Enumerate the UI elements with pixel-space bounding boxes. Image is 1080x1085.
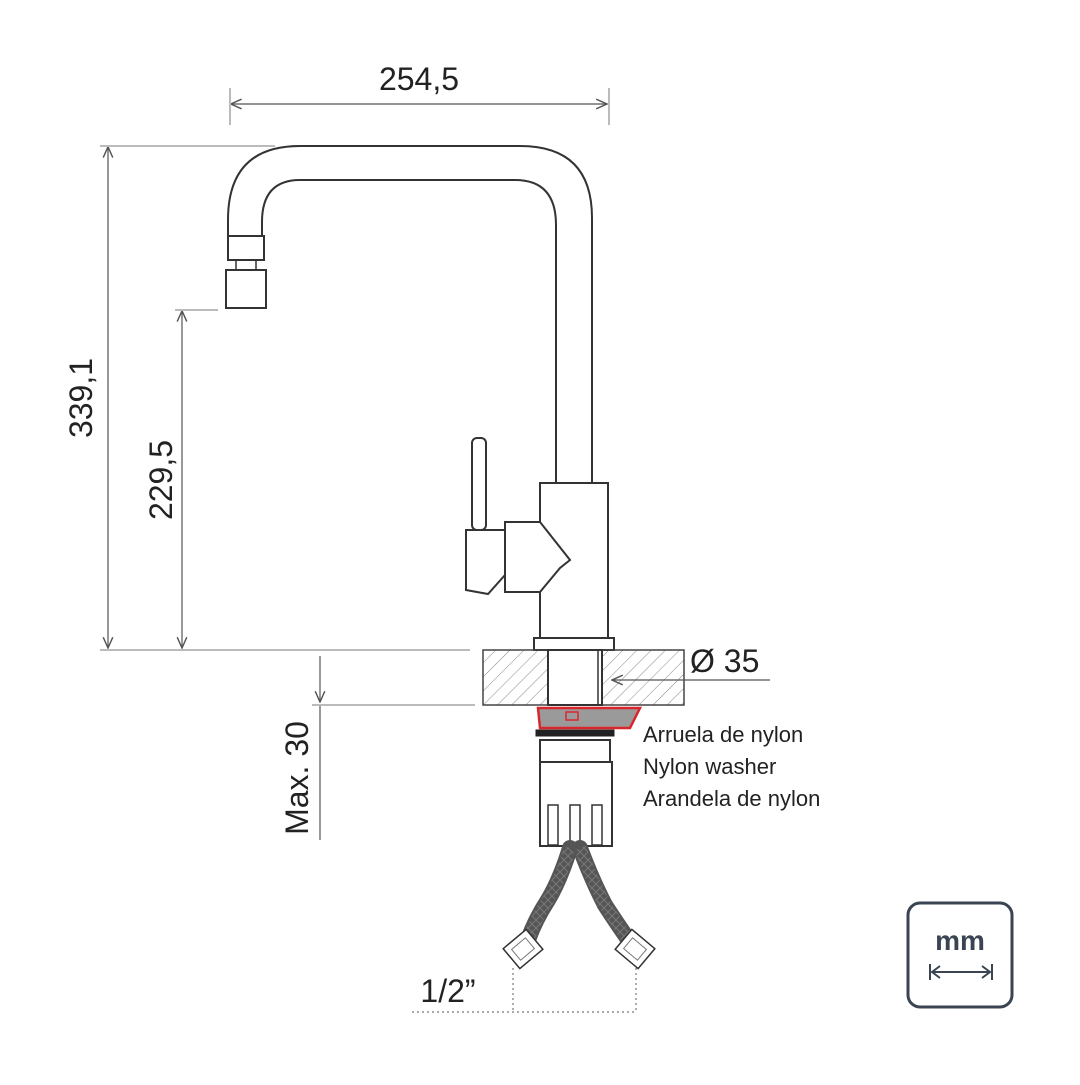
lock-nut [539, 739, 613, 847]
washer-label-es: Arandela de nylon [643, 786, 820, 811]
max-thickness-label: Max. 30 [279, 721, 315, 835]
total-height-label: 339,1 [63, 358, 99, 438]
diameter-label: Ø 35 [690, 643, 759, 679]
nylon-washer [535, 706, 643, 737]
total-height-dimension: 339,1 [63, 145, 470, 651]
faucet-base-ring [533, 637, 615, 651]
lock-ring [535, 729, 615, 737]
lever-hub [504, 521, 572, 593]
faucet-body [465, 437, 615, 651]
hose-fitting-right [614, 928, 656, 970]
double-arrow-icon [929, 964, 993, 980]
width-label: 254,5 [379, 61, 459, 97]
washer-label-pt: Arruela de nylon [643, 722, 803, 747]
connection-dimension: 1/2” [412, 968, 637, 1013]
spout-height-label: 229,5 [143, 440, 179, 520]
washer-label-en: Nylon washer [643, 754, 776, 779]
aerator [225, 269, 267, 309]
faucet-spout [225, 145, 593, 484]
braided-hoses [502, 840, 656, 970]
unit-label: mm [935, 925, 985, 956]
connection-label: 1/2” [420, 973, 475, 1009]
diameter-dimension: Ø 35 [612, 643, 770, 680]
hose-fitting-left [502, 928, 544, 970]
lever-block [465, 529, 506, 596]
washer-labels: Arruela de nylon Nylon washer Arandela d… [643, 722, 820, 811]
aerator-neck [235, 259, 257, 271]
spout-height-dimension: 229,5 [143, 309, 218, 648]
mounting-shank [547, 649, 603, 706]
lever-handle [471, 437, 487, 531]
width-dimension: 254,5 [229, 61, 610, 125]
max-thickness-dimension: Max. 30 [279, 656, 475, 840]
unit-badge: mm [906, 901, 1014, 1009]
aerator-collar [227, 235, 265, 261]
countertop-section [482, 649, 685, 706]
